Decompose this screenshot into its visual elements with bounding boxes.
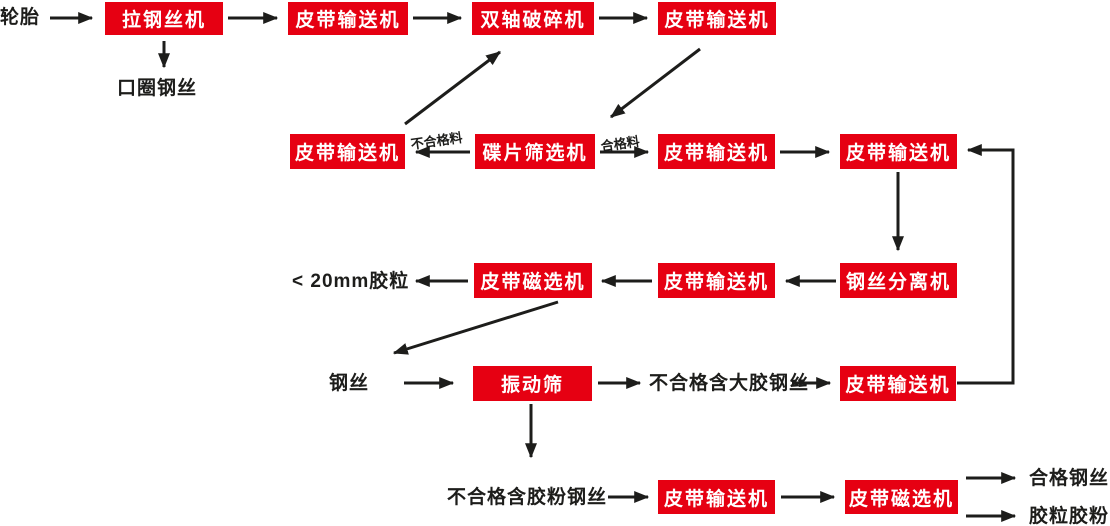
edge-label-reject: 不合格料 <box>409 129 464 153</box>
node-qualified-steel-wire: 合格钢丝 <box>1029 468 1110 489</box>
node-belt-conveyor-7: 皮带输送机 <box>840 366 956 401</box>
node-rubber-granule-and-powder: 胶粒胶粉 <box>1029 506 1110 526</box>
node-belt-conveyor-8: 皮带输送机 <box>658 480 775 514</box>
node-rubber-granule-under-20mm: < 20mm胶粒 <box>292 271 410 292</box>
node-reject-wire-with-big-rubber: 不合格含大胶钢丝 <box>649 373 810 394</box>
node-belt-conveyor-1: 皮带输送机 <box>288 2 408 35</box>
node-double-shaft-shredder: 双轴破碎机 <box>472 2 594 35</box>
node-vibrating-screen: 振动筛 <box>473 366 592 401</box>
node-belt-conveyor-5: 皮带输送机 <box>840 134 957 169</box>
node-reject-wire-with-rubber-powder: 不合格含胶粉钢丝 <box>447 487 608 508</box>
node-belt-magnetic-separator-2: 皮带磁选机 <box>845 480 958 514</box>
node-bead-wire: 口圈钢丝 <box>117 78 198 99</box>
node-steel-wire-separator: 钢丝分离机 <box>840 263 957 298</box>
node-belt-conveyor-4: 皮带输送机 <box>658 134 775 169</box>
node-belt-magnetic-separator-1: 皮带磁选机 <box>474 263 592 298</box>
node-tire: 轮胎 <box>0 7 41 28</box>
node-belt-conveyor-6: 皮带输送机 <box>658 263 775 298</box>
node-steel-wire: 钢丝 <box>329 373 370 394</box>
edge-label-accept: 合格料 <box>599 133 641 155</box>
node-belt-conveyor-3: 皮带输送机 <box>290 134 405 169</box>
node-disc-screening-machine: 碟片筛选机 <box>475 134 595 169</box>
node-wire-drawing-machine: 拉钢丝机 <box>105 2 223 35</box>
node-belt-conveyor-2: 皮带输送机 <box>658 2 776 35</box>
